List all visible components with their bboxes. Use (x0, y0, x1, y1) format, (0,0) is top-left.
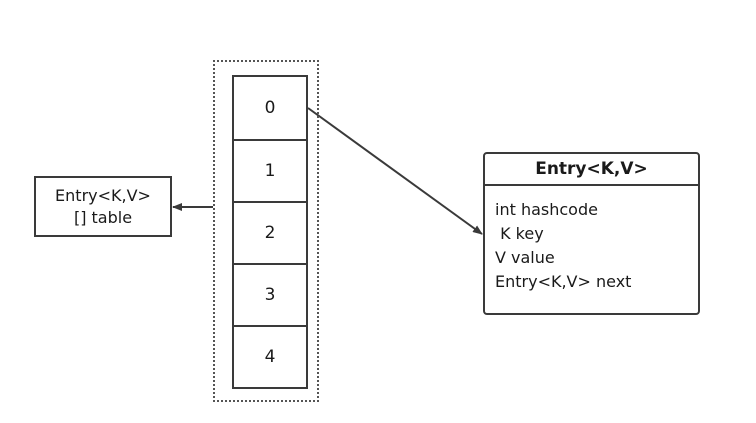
table-label-type: Entry<K,V> (55, 185, 151, 205)
bucket-slot-4: 4 (234, 325, 306, 387)
bucket-index: 2 (264, 223, 276, 243)
bucket-index: 4 (264, 347, 276, 367)
bucket-slot-1: 1 (234, 139, 306, 201)
bucket-array: 0 1 2 3 4 (232, 75, 308, 389)
entry-field-hashcode: int hashcode (495, 200, 598, 219)
entry-field-list: int hashcode K key V value Entry<K,V> ne… (485, 186, 698, 294)
entry-field-next: Entry<K,V> next (495, 272, 632, 291)
table-label-name: [] table (73, 207, 133, 227)
bucket-slot-0: 0 (234, 77, 306, 139)
bucket-slot-3: 3 (234, 263, 306, 325)
array-dotted-border (213, 60, 319, 402)
entry-class-title: Entry<K,V> (485, 154, 698, 186)
bucket-index: 1 (264, 161, 276, 181)
entry-field-value: V value (495, 248, 555, 267)
bucket-index: 3 (264, 285, 276, 305)
arrow-slot0-to-entry (307, 107, 483, 235)
table-label-box: Entry<K,V> [] table (34, 176, 172, 237)
bucket-index: 0 (264, 98, 276, 118)
bucket-slot-2: 2 (234, 201, 306, 263)
entry-field-key: K key (495, 224, 544, 243)
entry-class-box: Entry<K,V> int hashcode K key V value En… (483, 152, 700, 315)
